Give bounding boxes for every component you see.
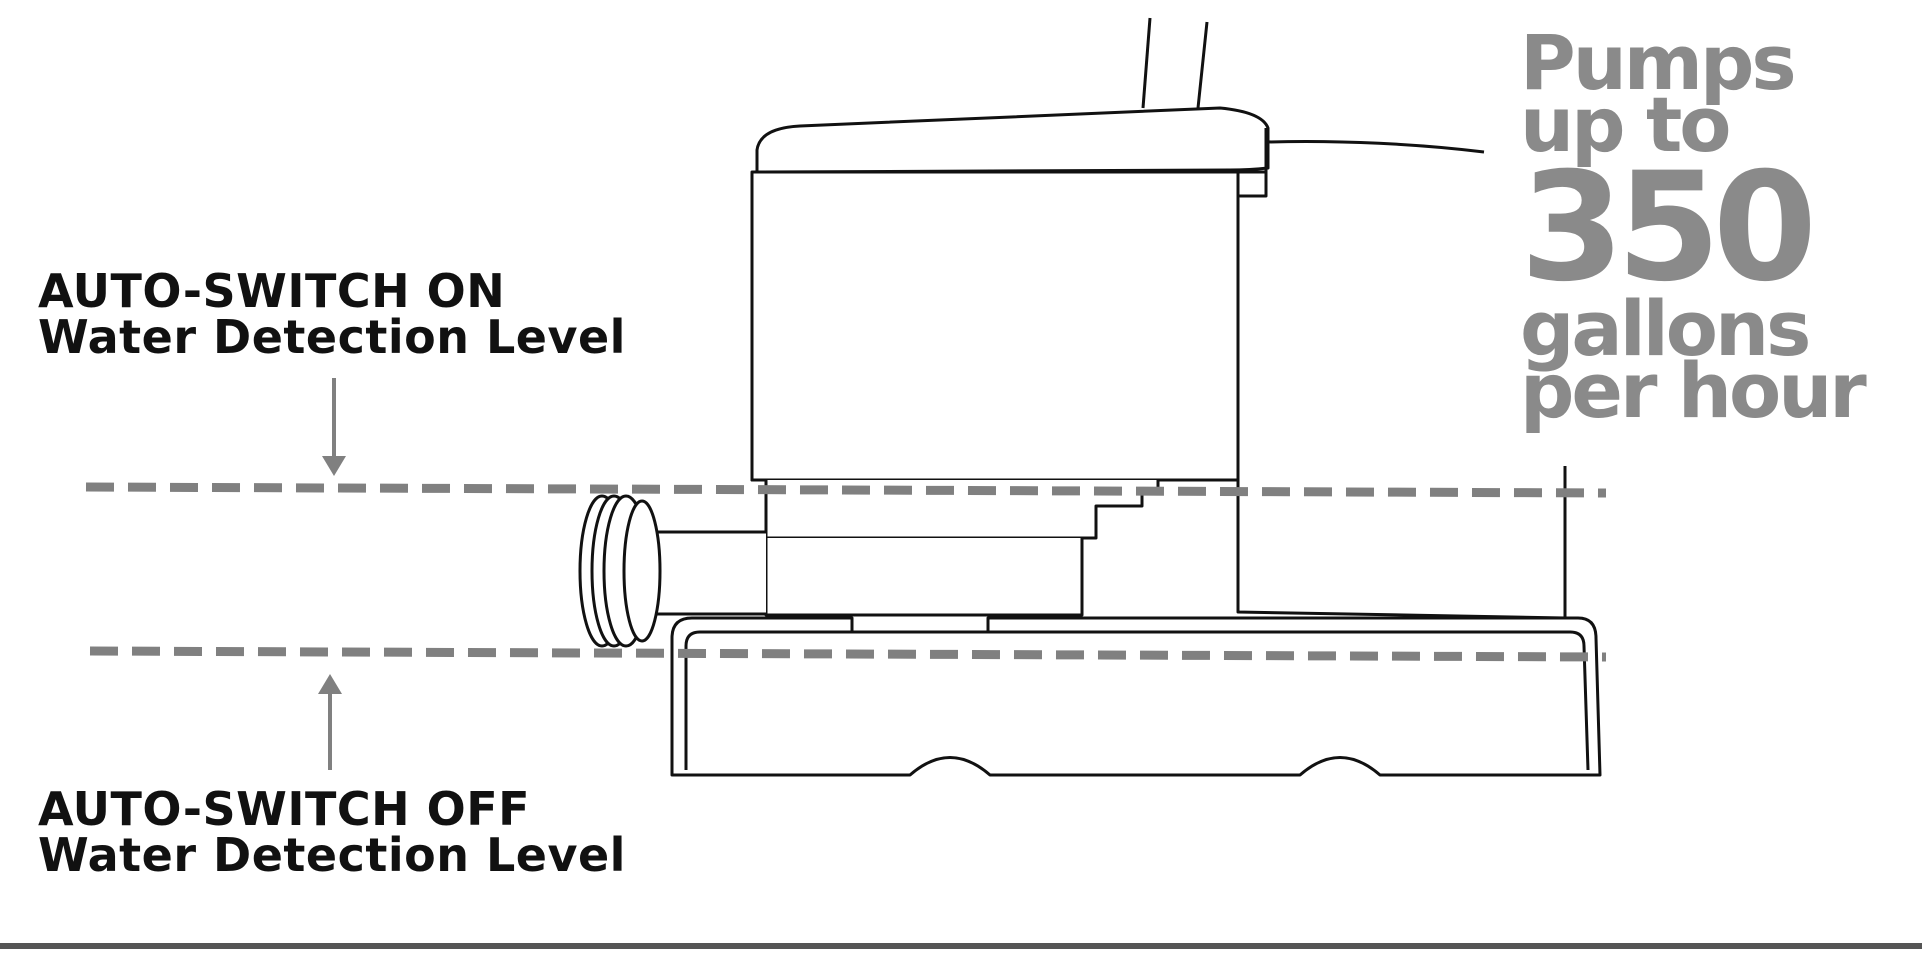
auto-switch-on-label: AUTO-SWITCH ON Water Detection Level: [38, 268, 626, 360]
auto-switch-on-subtitle: Water Detection Level: [38, 310, 626, 364]
motor-housing-body: [750, 170, 1240, 482]
auto-switch-on-title: AUTO-SWITCH ON: [38, 264, 506, 318]
auto-switch-off-title: AUTO-SWITCH OFF: [38, 782, 531, 836]
pump-body-lower: [764, 538, 1084, 617]
float-switch-housing: [1236, 196, 1567, 620]
auto-switch-off-label: AUTO-SWITCH OFF Water Detection Level: [38, 786, 626, 878]
pump-lid: [755, 106, 1270, 174]
pump-base-inner: [684, 630, 1590, 771]
float-cord: [1267, 140, 1485, 154]
headline-line-up-to: up to: [1520, 80, 1732, 170]
pump-illustration: [578, 17, 1602, 777]
capacity-headline: Pumps up to 350 gallons per hour: [1520, 18, 1918, 435]
headline-line-gallons: gallons: [1520, 283, 1811, 373]
headline-line-per-hour: per hour: [1520, 345, 1867, 435]
hose-ring: [622, 499, 662, 643]
water-level-off-line: [89, 646, 1607, 662]
pump-base: [670, 616, 1602, 777]
arrow-down-icon: [322, 378, 346, 476]
headline-line-pumps: Pumps: [1520, 18, 1797, 107]
power-cord: [1196, 21, 1209, 109]
water-level-on-line: [85, 482, 1607, 498]
headline-number: 350: [1520, 140, 1817, 315]
arrow-up-icon: [318, 674, 342, 770]
auto-switch-off-subtitle: Water Detection Level: [38, 828, 626, 882]
power-cord: [1141, 17, 1152, 109]
